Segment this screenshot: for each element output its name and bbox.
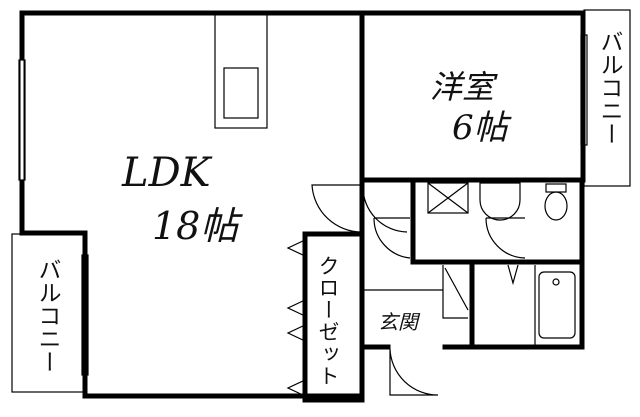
entrance-door xyxy=(389,348,439,396)
balcony-right-label: バルコニー xyxy=(596,30,622,145)
ldk-size: 18帖 xyxy=(152,204,239,248)
window-right xyxy=(580,34,588,146)
bath-door xyxy=(507,264,519,286)
kitchen-sink xyxy=(223,67,259,119)
window-left xyxy=(18,59,26,181)
ldk-label: LDK xyxy=(122,150,211,196)
entrance-label: 玄関 xyxy=(378,310,418,334)
closet-doors xyxy=(286,239,306,397)
bedroom-door xyxy=(373,217,411,259)
washing-machine-space xyxy=(427,182,469,214)
bedroom-label: 洋室 xyxy=(430,68,495,106)
interior-walls xyxy=(359,177,585,350)
washroom-door xyxy=(485,217,526,259)
ldk-door xyxy=(311,184,363,233)
closet-label: クローゼット xyxy=(316,255,340,387)
toilet xyxy=(544,183,568,221)
balcony-left-label: バルコニー xyxy=(34,258,60,373)
bathtub xyxy=(538,271,576,339)
window-balcony-left xyxy=(81,254,89,376)
shoe-box xyxy=(442,265,469,319)
hall-door xyxy=(362,185,408,233)
kitchen-counter xyxy=(214,12,268,129)
bedroom-size: 6帖 xyxy=(452,108,508,148)
washbasin xyxy=(479,182,521,221)
